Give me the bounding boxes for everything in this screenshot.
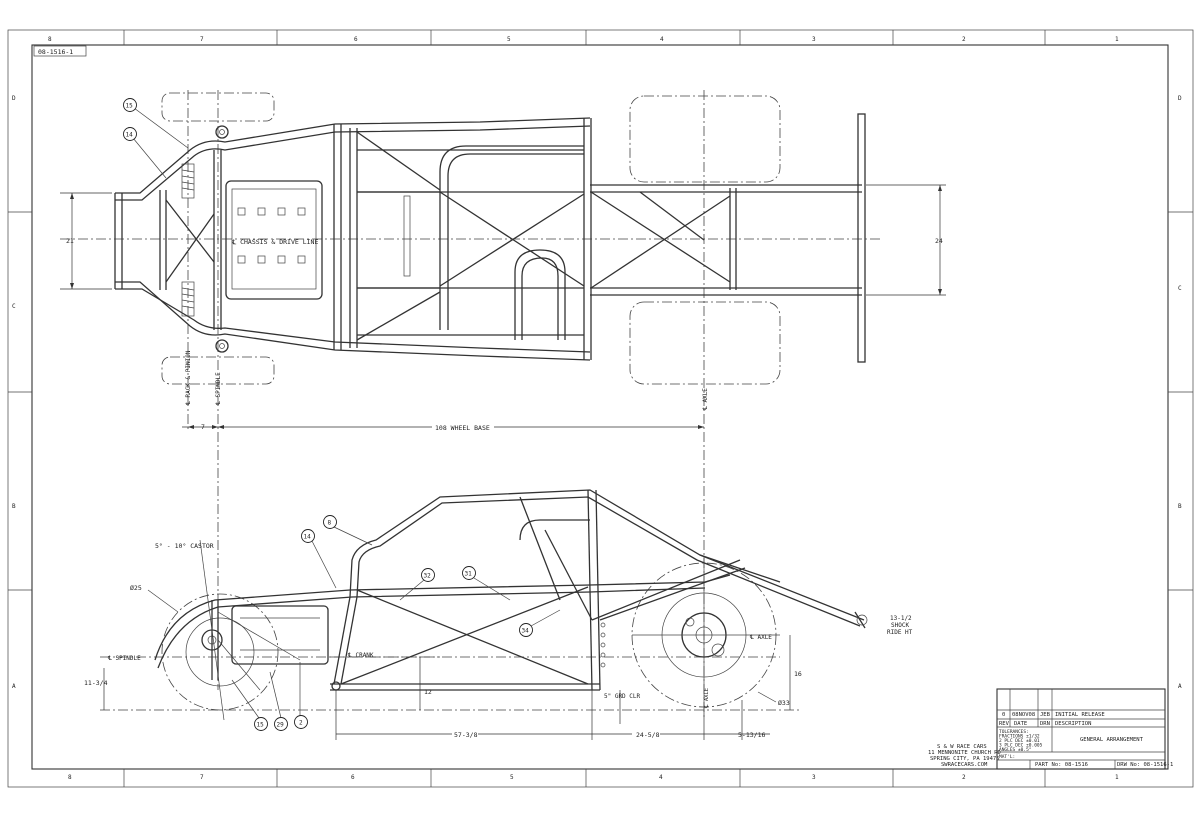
zone-row-right-c: C	[1178, 285, 1182, 292]
zone-row-left-a: A	[12, 683, 16, 690]
label-spindle-top: ℄ SPINDLE	[215, 372, 222, 406]
zone-col-top-3: 3	[812, 36, 816, 43]
dim-57-3-8: 57-3/8	[454, 731, 478, 739]
rev-drawn-by: JEB	[1040, 712, 1051, 718]
zone-col-top-8: 8	[48, 36, 52, 43]
company-address: 11 MENNONITE CHURCH RD	[928, 750, 1001, 756]
zone-row-left-c: C	[12, 303, 16, 310]
rev-date: 08NOV08	[1012, 712, 1035, 718]
drawing-number: DRW No: 08-1516-1	[1117, 762, 1173, 768]
label-axle-top: ℄ AXLE	[702, 388, 709, 411]
dim-left-width-value: 21	[66, 237, 74, 245]
zone-col-top-1: 1	[1115, 36, 1119, 43]
drawing-title: GENERAL ARRANGEMENT	[1080, 737, 1144, 743]
label-castor: 5° - 10° CASTOR	[155, 542, 214, 550]
label-shock-ride-ht-1: 13-1/2	[890, 615, 912, 622]
side-view-chassis	[100, 489, 868, 721]
company-website: SWRACECARS.COM	[941, 762, 988, 768]
label-crank: ℄ CRANK	[347, 652, 374, 659]
balloon-side-8: 8	[328, 520, 332, 527]
tolerances-line-4: 3 PLC DEC ±0.005	[999, 743, 1043, 749]
company-name: S & W RACE CARS	[937, 744, 987, 750]
zone-col-bottom-2: 2	[962, 774, 966, 781]
zone-col-bottom-3: 3	[812, 774, 816, 781]
zone-col-top-7: 7	[200, 36, 204, 43]
balloon-side-29: 29	[277, 722, 285, 729]
zone-col-top-6: 6	[354, 36, 358, 43]
label-axle-vertical: ℄ AXLE	[704, 688, 710, 709]
balloon-side-14: 14	[304, 534, 312, 541]
drawing-border	[7, 29, 1194, 788]
balloon-side-31: 31	[465, 571, 473, 578]
balloon-side-34: 34	[522, 628, 530, 635]
header-rev: REV	[999, 721, 1010, 727]
zone-row-left-d: D	[12, 95, 16, 102]
balloon-side-2: 2	[299, 720, 303, 727]
company-city: SPRING CITY, PA 19475	[930, 756, 1000, 762]
zone-col-top-5: 5	[507, 36, 511, 43]
label-ground-clearance: 5" GRD CLR	[604, 693, 641, 700]
dim-axle-height-value: 16	[794, 670, 802, 678]
zone-col-bottom-1: 1	[1115, 774, 1119, 781]
zone-col-bottom-7: 7	[200, 774, 204, 781]
dim-left-width	[60, 192, 112, 290]
header-description: DESCRIPTION	[1055, 721, 1091, 727]
header-drn: DRN	[1040, 721, 1050, 727]
balloon-side-15: 15	[257, 722, 265, 729]
label-front-dia: Ø25	[130, 584, 142, 592]
tolerances-line-5: ANGLES ±0.5°	[999, 747, 1032, 753]
label-rear-dia: Ø33	[778, 699, 790, 707]
zone-col-bottom-4: 4	[659, 774, 663, 781]
dim-bottom-chain	[335, 690, 770, 740]
dim-24-5-8: 24-5/8	[636, 731, 660, 739]
label-spindle-side: ℄ SPINDLE	[107, 655, 141, 662]
label-shock-ride-ht-2: SHOCK	[891, 622, 909, 629]
zone-row-right-d: D	[1178, 95, 1182, 102]
zone-col-bottom-5: 5	[510, 774, 514, 781]
dim-crank-height-value: 12	[424, 688, 432, 696]
zone-col-top-4: 4	[660, 36, 664, 43]
rev-description: INITIAL RELEASE	[1055, 712, 1105, 718]
header-date: DATE	[1014, 721, 1027, 727]
dim-wheelbase-value: 108 WHEEL BASE	[435, 424, 490, 432]
tolerances-line-3: 2 PLC DEC ±0.01	[999, 738, 1040, 744]
zone-row-left-b: B	[12, 503, 16, 510]
material-label: MAT'L:	[999, 754, 1015, 760]
top-view-chassis	[60, 90, 880, 720]
dim-front-offset: 7	[201, 423, 205, 431]
label-rack-pinion: ℄ RACK & PINION	[185, 350, 192, 406]
part-number: PART No: 08-1516	[1035, 762, 1088, 768]
zone-col-top-2: 2	[962, 36, 966, 43]
zone-col-bottom-8: 8	[68, 774, 72, 781]
rev-value: 0	[1002, 712, 1005, 718]
tolerances-line-2: FRACTIONS ±1/32	[999, 734, 1040, 740]
balloon-top-14: 14	[126, 132, 134, 139]
front-coilover-springs	[181, 163, 195, 317]
balloon-top-15: 15	[126, 103, 134, 110]
zone-col-bottom-6: 6	[351, 774, 355, 781]
dim-right-width-value: 24	[935, 237, 943, 245]
tolerances-line-1: TOLERANCES:	[999, 729, 1029, 735]
label-axle-side: ℄ AXLE	[749, 634, 772, 641]
zone-row-right-a: A	[1178, 683, 1182, 690]
balloon-side-32: 32	[424, 573, 432, 580]
dim-right-width	[866, 184, 946, 296]
label-shock-ride-ht-3: RIDE HT	[887, 629, 913, 636]
dim-spindle-height-value: 11-3/4	[84, 679, 108, 687]
dim-5-13-16: 5-13/16	[738, 731, 765, 739]
label-chassis-driveline: ℄ CHASSIS & DRIVE LINE	[231, 238, 318, 246]
zone-row-right-b: B	[1178, 503, 1182, 510]
drawing-number-tab: 08-1516-1	[38, 48, 73, 56]
title-block	[996, 688, 1166, 770]
